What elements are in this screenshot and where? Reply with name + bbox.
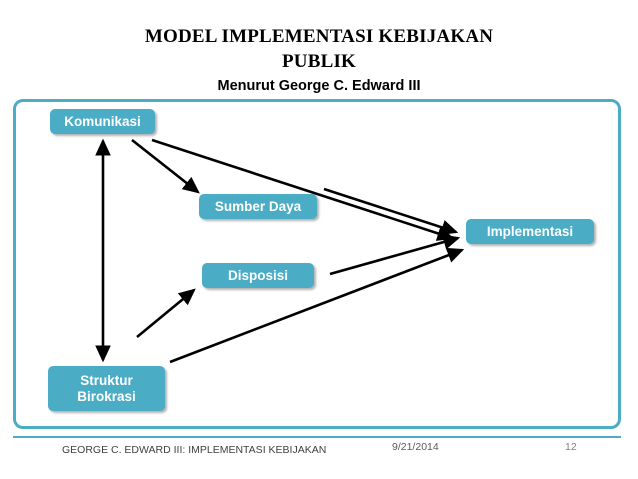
node-disposisi[interactable]: Disposisi <box>202 263 314 288</box>
subtitle: Menurut George C. Edward III <box>217 78 421 94</box>
node-struktur-birokrasi-label-line1: Struktur <box>80 372 133 388</box>
node-struktur-birokrasi[interactable]: Struktur Birokrasi <box>48 366 165 411</box>
node-implementasi-label: Implementasi <box>486 223 574 239</box>
page-title: MODEL IMPLEMENTASI KEBIJAKAN PUBLIK Menu… <box>0 24 638 94</box>
node-struktur-birokrasi-label-line2: Birokrasi <box>77 388 136 404</box>
footer-date: 9/21/2014 <box>392 441 439 453</box>
node-sumber-daya[interactable]: Sumber Daya <box>199 194 317 219</box>
node-disposisi-label: Disposisi <box>227 267 289 283</box>
node-implementasi[interactable]: Implementasi <box>466 219 594 244</box>
footer-divider <box>13 436 621 466</box>
node-komunikasi-label: Komunikasi <box>64 113 141 129</box>
title-line-1: MODEL IMPLEMENTASI KEBIJAKAN <box>144 26 494 47</box>
footer-page-number: 12 <box>565 441 577 453</box>
footer-left-text: GEORGE C. EDWARD III: IMPLEMENTASI KEBIJ… <box>62 444 327 456</box>
node-sumber-daya-label: Sumber Daya <box>214 198 302 214</box>
node-komunikasi[interactable]: Komunikasi <box>50 109 155 134</box>
title-line-2: PUBLIK <box>281 51 357 72</box>
